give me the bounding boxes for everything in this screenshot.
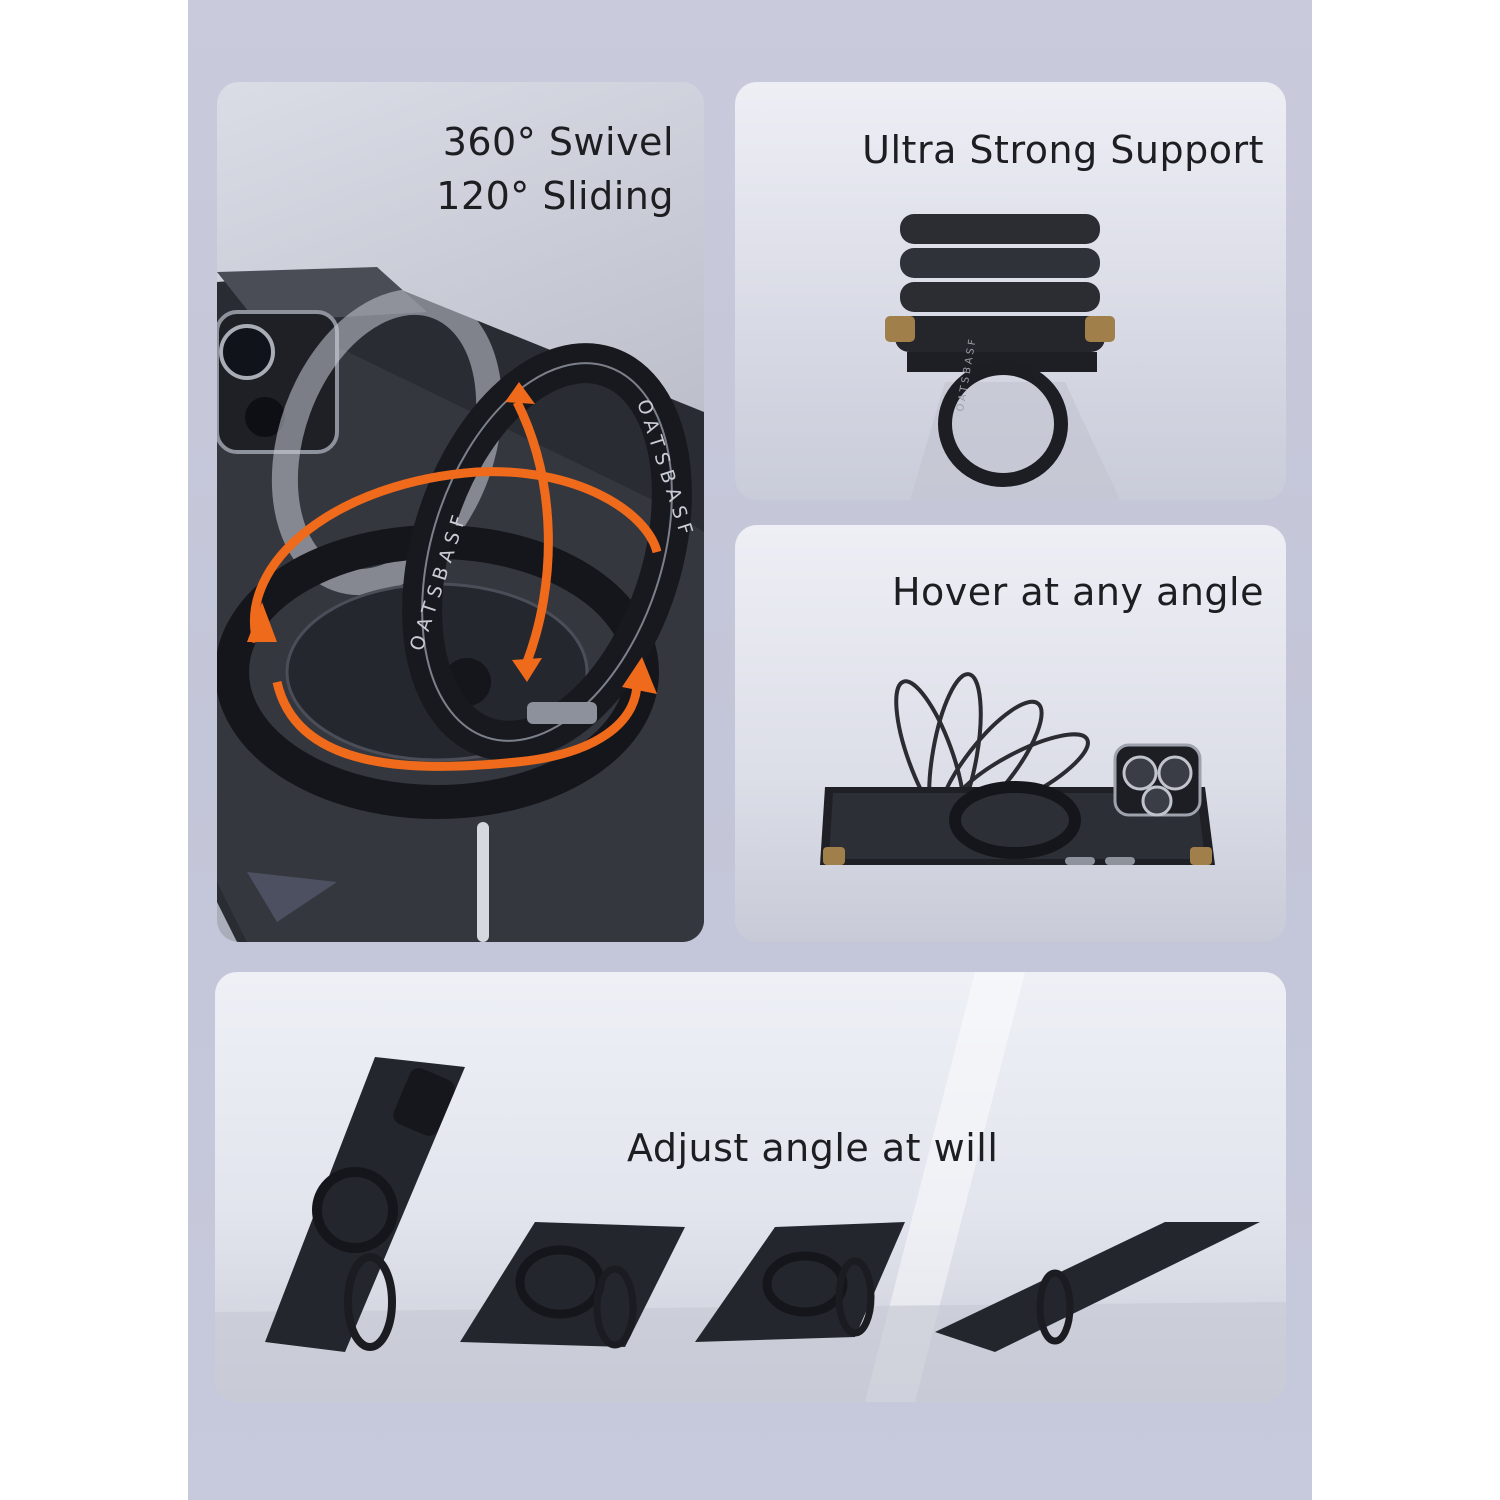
adjust-panel: Adjust angle at will — [215, 972, 1286, 1402]
swivel-caption: 360° Swivel — [442, 120, 674, 164]
swivel-arrow — [250, 467, 662, 644]
support-panel: OATSBASF Ultra Strong Support — [735, 82, 1286, 500]
ring-closeup-illustration: OATSBASF OATSBASF — [217, 267, 704, 942]
swivel-panel: OATSBASF OATSBASF 360° Swivel 120° Slidi… — [217, 82, 704, 942]
slide-arrow — [512, 399, 553, 664]
support-title: Ultra Strong Support — [862, 128, 1264, 172]
sliding-caption: 120° Sliding — [436, 174, 674, 218]
angle-stands-illustration — [215, 972, 1286, 1402]
hover-rings-illustration — [820, 672, 1215, 865]
hover-panel: Hover at any angle — [735, 525, 1286, 942]
adjust-title: Adjust angle at will — [627, 1126, 999, 1170]
hover-title: Hover at any angle — [891, 570, 1264, 614]
stacked-phones-illustration: OATSBASF — [885, 214, 1120, 500]
